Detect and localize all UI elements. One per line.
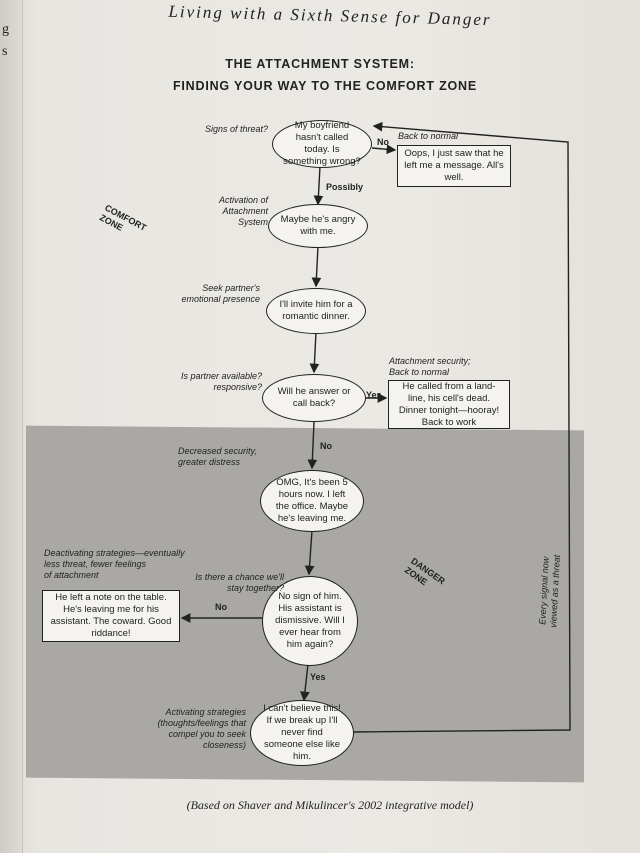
label-chance-together: Is there a chance we'll stay together? [195,572,284,593]
edge-label-yes-answer: Yes [366,390,382,400]
label-deactivating: Deactivating strategies—eventually less … [44,548,185,580]
label-activating: Activating strategies (thoughts/feelings… [157,707,246,750]
node-angry: Maybe he's angry with me. [268,204,368,248]
label-seek-partner: Seek partner's emotional presence [181,283,260,304]
node-answer: Will he answer or call back? [262,374,366,422]
diagram-title: THE ATTACHMENT SYSTEM: [225,57,415,71]
label-activation: Activation of Attachment System [218,195,268,227]
arrow-angry-to-dinner [311,245,322,288]
diagram-subtitle: FINDING YOUR WAY TO THE COMFORT ZONE [172,79,478,93]
edge-label-no-answer: No [320,441,332,451]
side-note: Every signal now viewed as a threat [537,554,562,629]
arrow-omg-to-nosign [304,529,315,576]
box-oops: Oops, I just saw that he left me a messa… [397,145,511,187]
label-decreased-security: Decreased security, greater distress [178,446,257,467]
box-landline: He called from a land-line, his cell's d… [388,380,510,429]
label-attachment-security: Attachment security; Back to normal [389,356,471,377]
previous-page-edge: g s [0,0,23,853]
label-signs-of-threat: Signs of threat? [205,124,269,134]
arrow-dinner-to-answer [309,331,320,374]
label-partner-available: Is partner available? responsive? [180,371,262,392]
previous-page-glyph: g [2,22,9,37]
node-dinner: I'll invite him for a romantic dinner. [266,288,366,334]
edge-label-possibly: Possibly [326,182,364,192]
edge-label-no-threat: No [377,137,389,147]
loop-back-arrow [351,121,571,733]
figure-caption: (Based on Shaver and Mikulincer's 2002 i… [186,798,474,812]
arrow-threat-to-oops [371,144,397,155]
box-note: He left a note on the table. He's leavin… [42,590,180,642]
edge-label-yes-together: Yes [310,672,326,682]
edge-label-no-together: No [215,602,227,612]
node-no-sign: No sign of him. His assistant is dismiss… [262,576,358,666]
arrow-nosign-to-cantbelieve [300,663,310,702]
previous-page-glyph: s [2,44,8,59]
node-threat: My boyfriend hasn't called today. Is som… [272,120,372,168]
node-omg: OMG, It's been 5 hours now. I left the o… [260,470,364,532]
arrow-answer-to-omg [307,421,318,470]
node-cant-believe: I can't believe this! If we break up I'l… [250,700,354,766]
label-back-to-normal: Back to normal [398,131,459,141]
arrow-threat-to-angry [313,165,324,206]
